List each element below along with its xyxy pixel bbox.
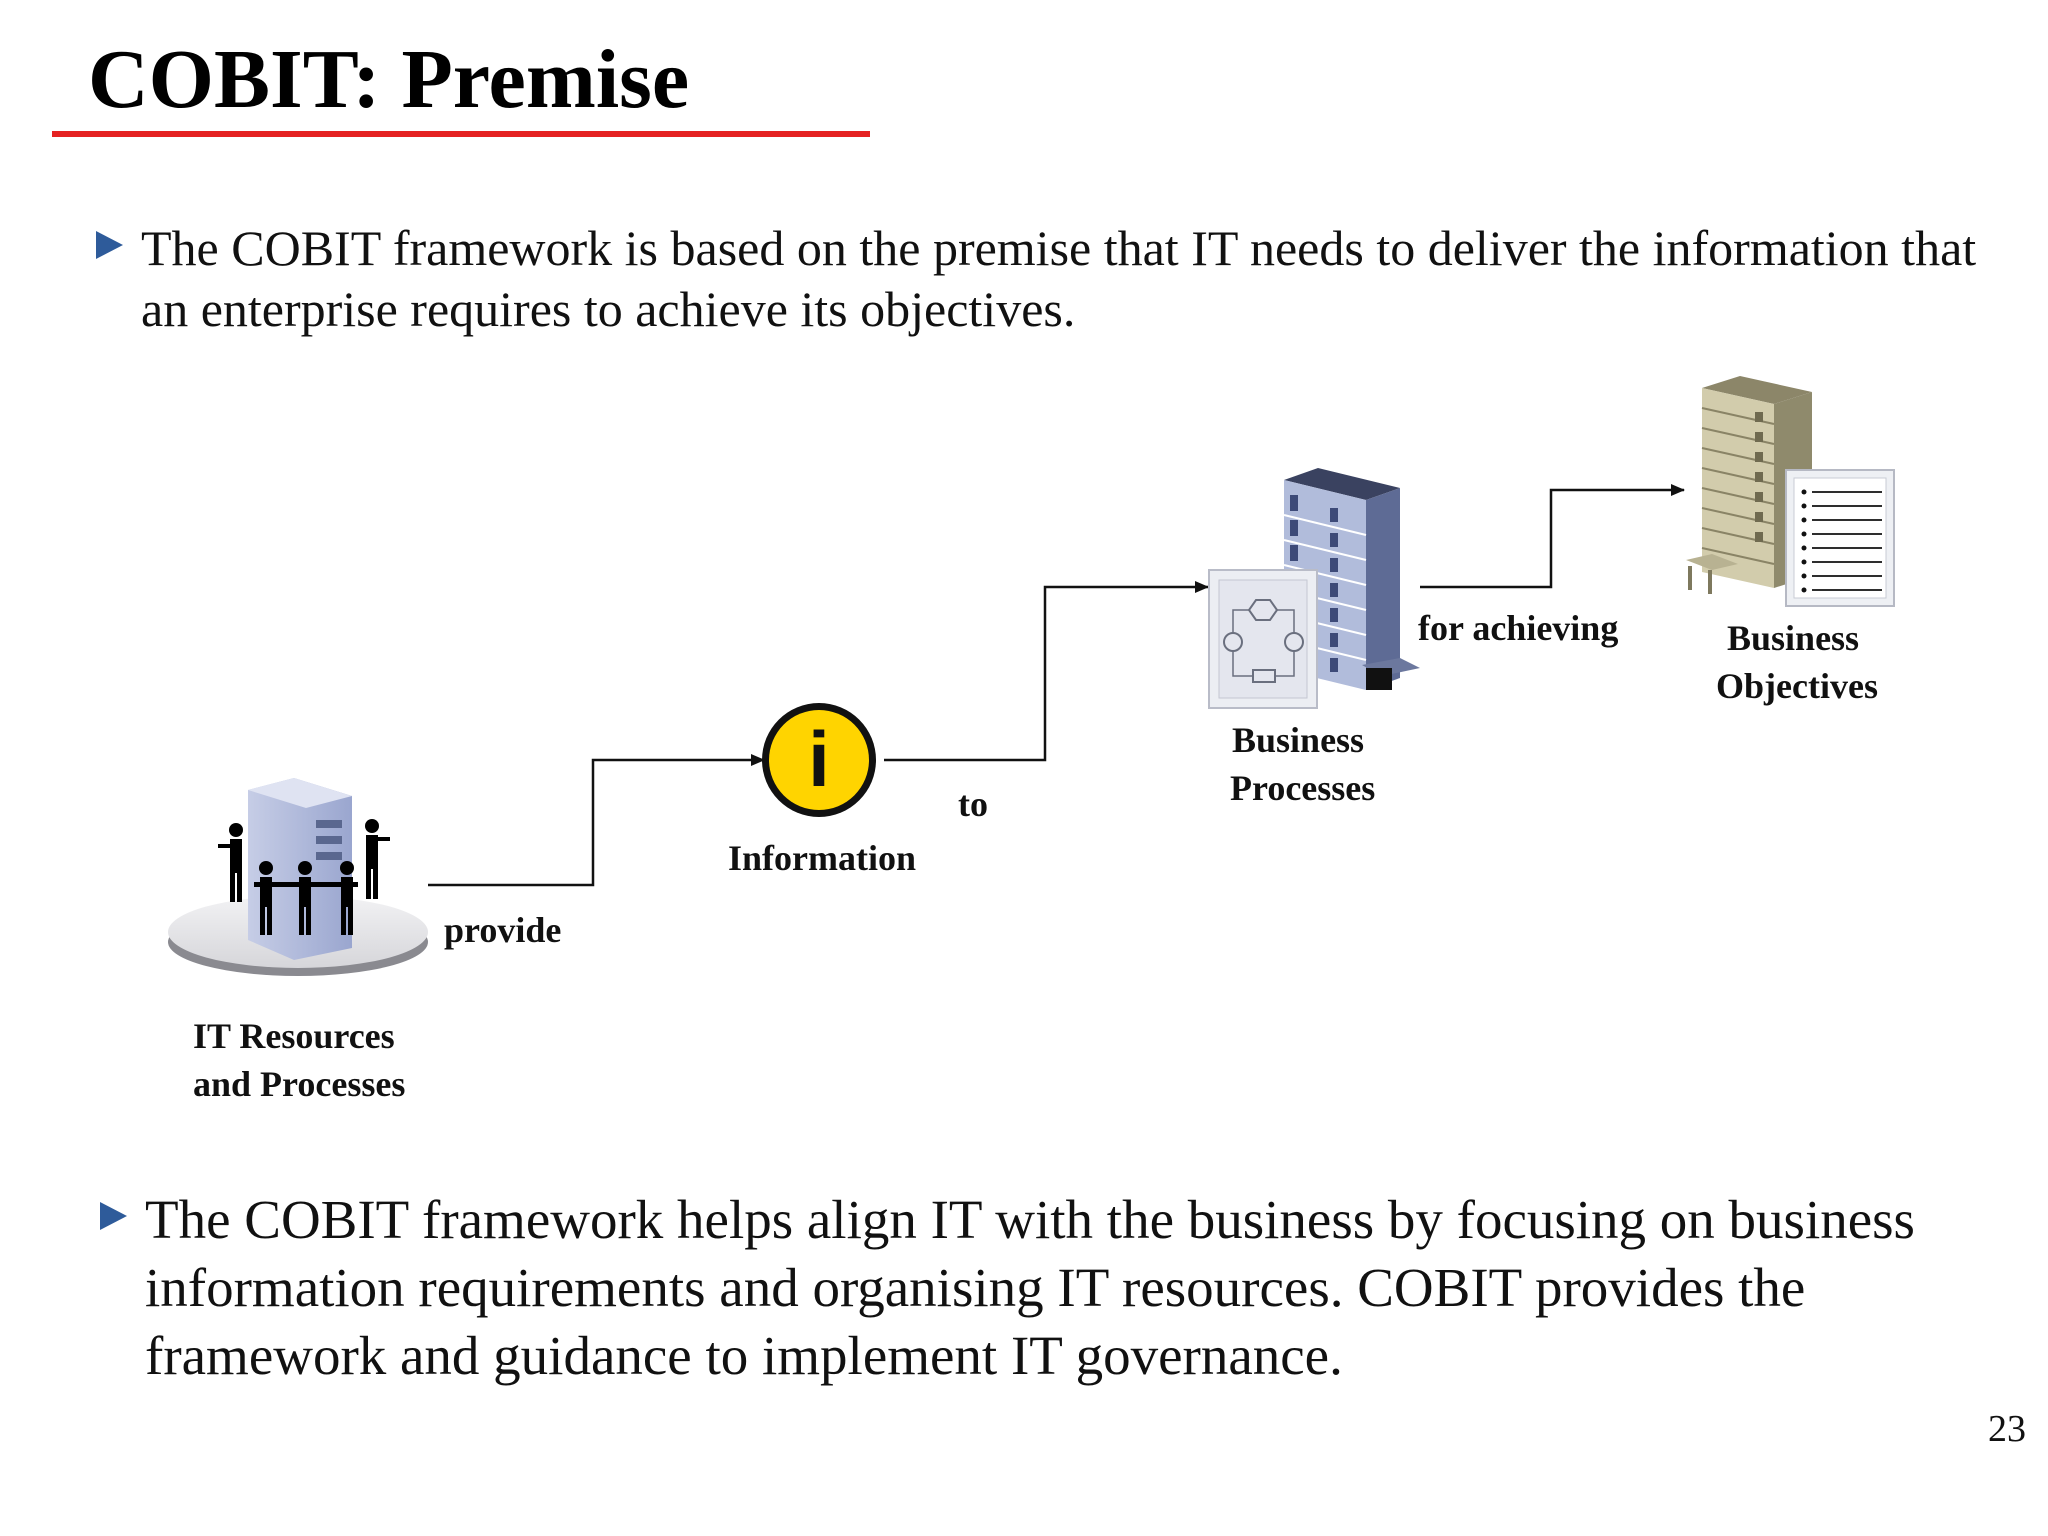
connector-to <box>884 581 1209 762</box>
it-resources-label-line1: IT Resources <box>193 1016 395 1056</box>
bullet-text: The COBIT framework is based on the prem… <box>141 220 1977 337</box>
connector-for-achieving <box>1420 484 1685 589</box>
information-label: Information <box>728 838 916 878</box>
bullet-text: The COBIT framework helps align IT with … <box>145 1189 1915 1386</box>
office-building-process-icon <box>1208 468 1420 709</box>
information-icon: i <box>762 703 876 817</box>
bullet-triangle-icon <box>96 231 123 259</box>
diagram-canvas: IT Resources and Processes provide i Inf… <box>168 376 1895 1104</box>
page-number: 23 <box>1988 1408 2026 1450</box>
title-underline <box>52 131 870 137</box>
cobit-premise-diagram: IT Resources and Processes provide i Inf… <box>0 360 2048 1140</box>
it-resources-label-line2: and Processes <box>193 1064 405 1104</box>
business-objectives-label-line1: Business <box>1727 618 1859 658</box>
edge-label-to: to <box>958 784 988 824</box>
slide-title: COBIT: Premise <box>88 33 690 126</box>
people-server-icon <box>168 778 428 976</box>
edge-label-for-achieving: for achieving <box>1418 608 1618 648</box>
information-glyph: i <box>808 715 830 803</box>
bullet-triangle-icon <box>100 1202 127 1230</box>
building-document-icon <box>1686 376 1895 607</box>
business-processes-label-line1: Business <box>1232 720 1364 760</box>
business-objectives-label-line2: Objectives <box>1716 666 1878 706</box>
connector-provide <box>428 754 765 887</box>
bullet-premise: The COBIT framework is based on the prem… <box>96 218 2016 340</box>
edge-label-provide: provide <box>444 910 561 950</box>
business-processes-label-line2: Processes <box>1230 768 1375 808</box>
bullet-alignment: The COBIT framework helps align IT with … <box>100 1186 1980 1390</box>
